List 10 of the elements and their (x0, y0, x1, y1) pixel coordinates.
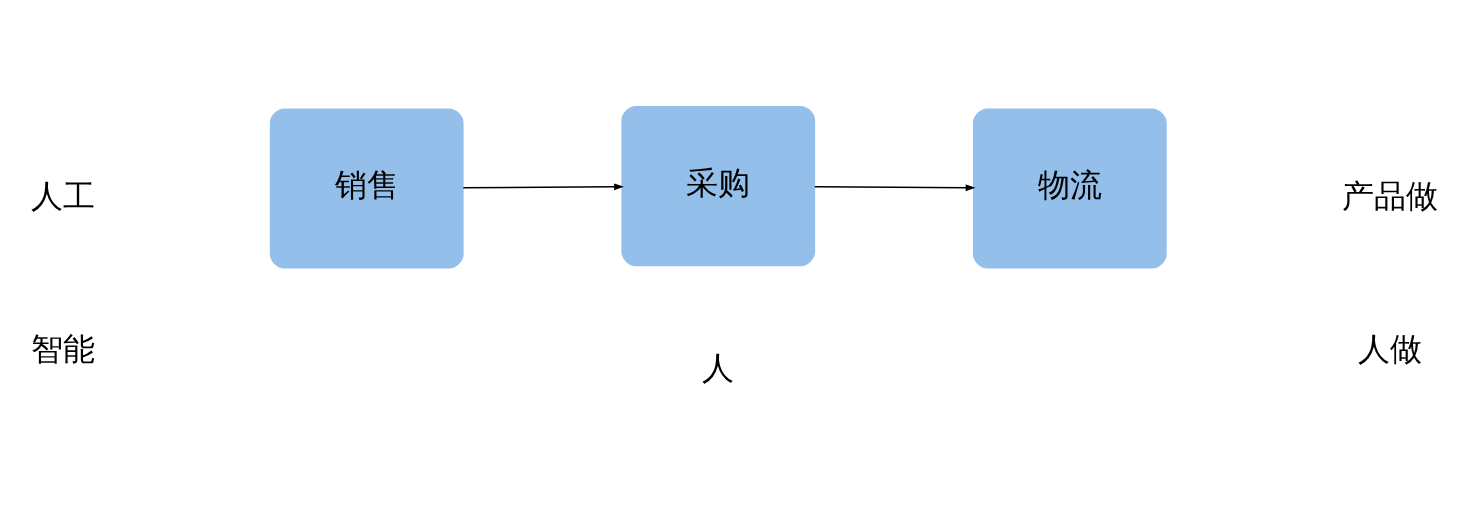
arrow (462, 183, 624, 191)
node-box: 物流 (972, 108, 1167, 269)
arrow (814, 184, 976, 192)
label: 人工 (30, 176, 95, 215)
node-box: 销售 (269, 108, 464, 269)
label: 智能 (30, 330, 95, 369)
node-box: 采购 (621, 106, 816, 267)
label: 产品做 (1342, 176, 1439, 215)
label: 人做 (1358, 330, 1423, 369)
label: 人 (702, 348, 735, 387)
